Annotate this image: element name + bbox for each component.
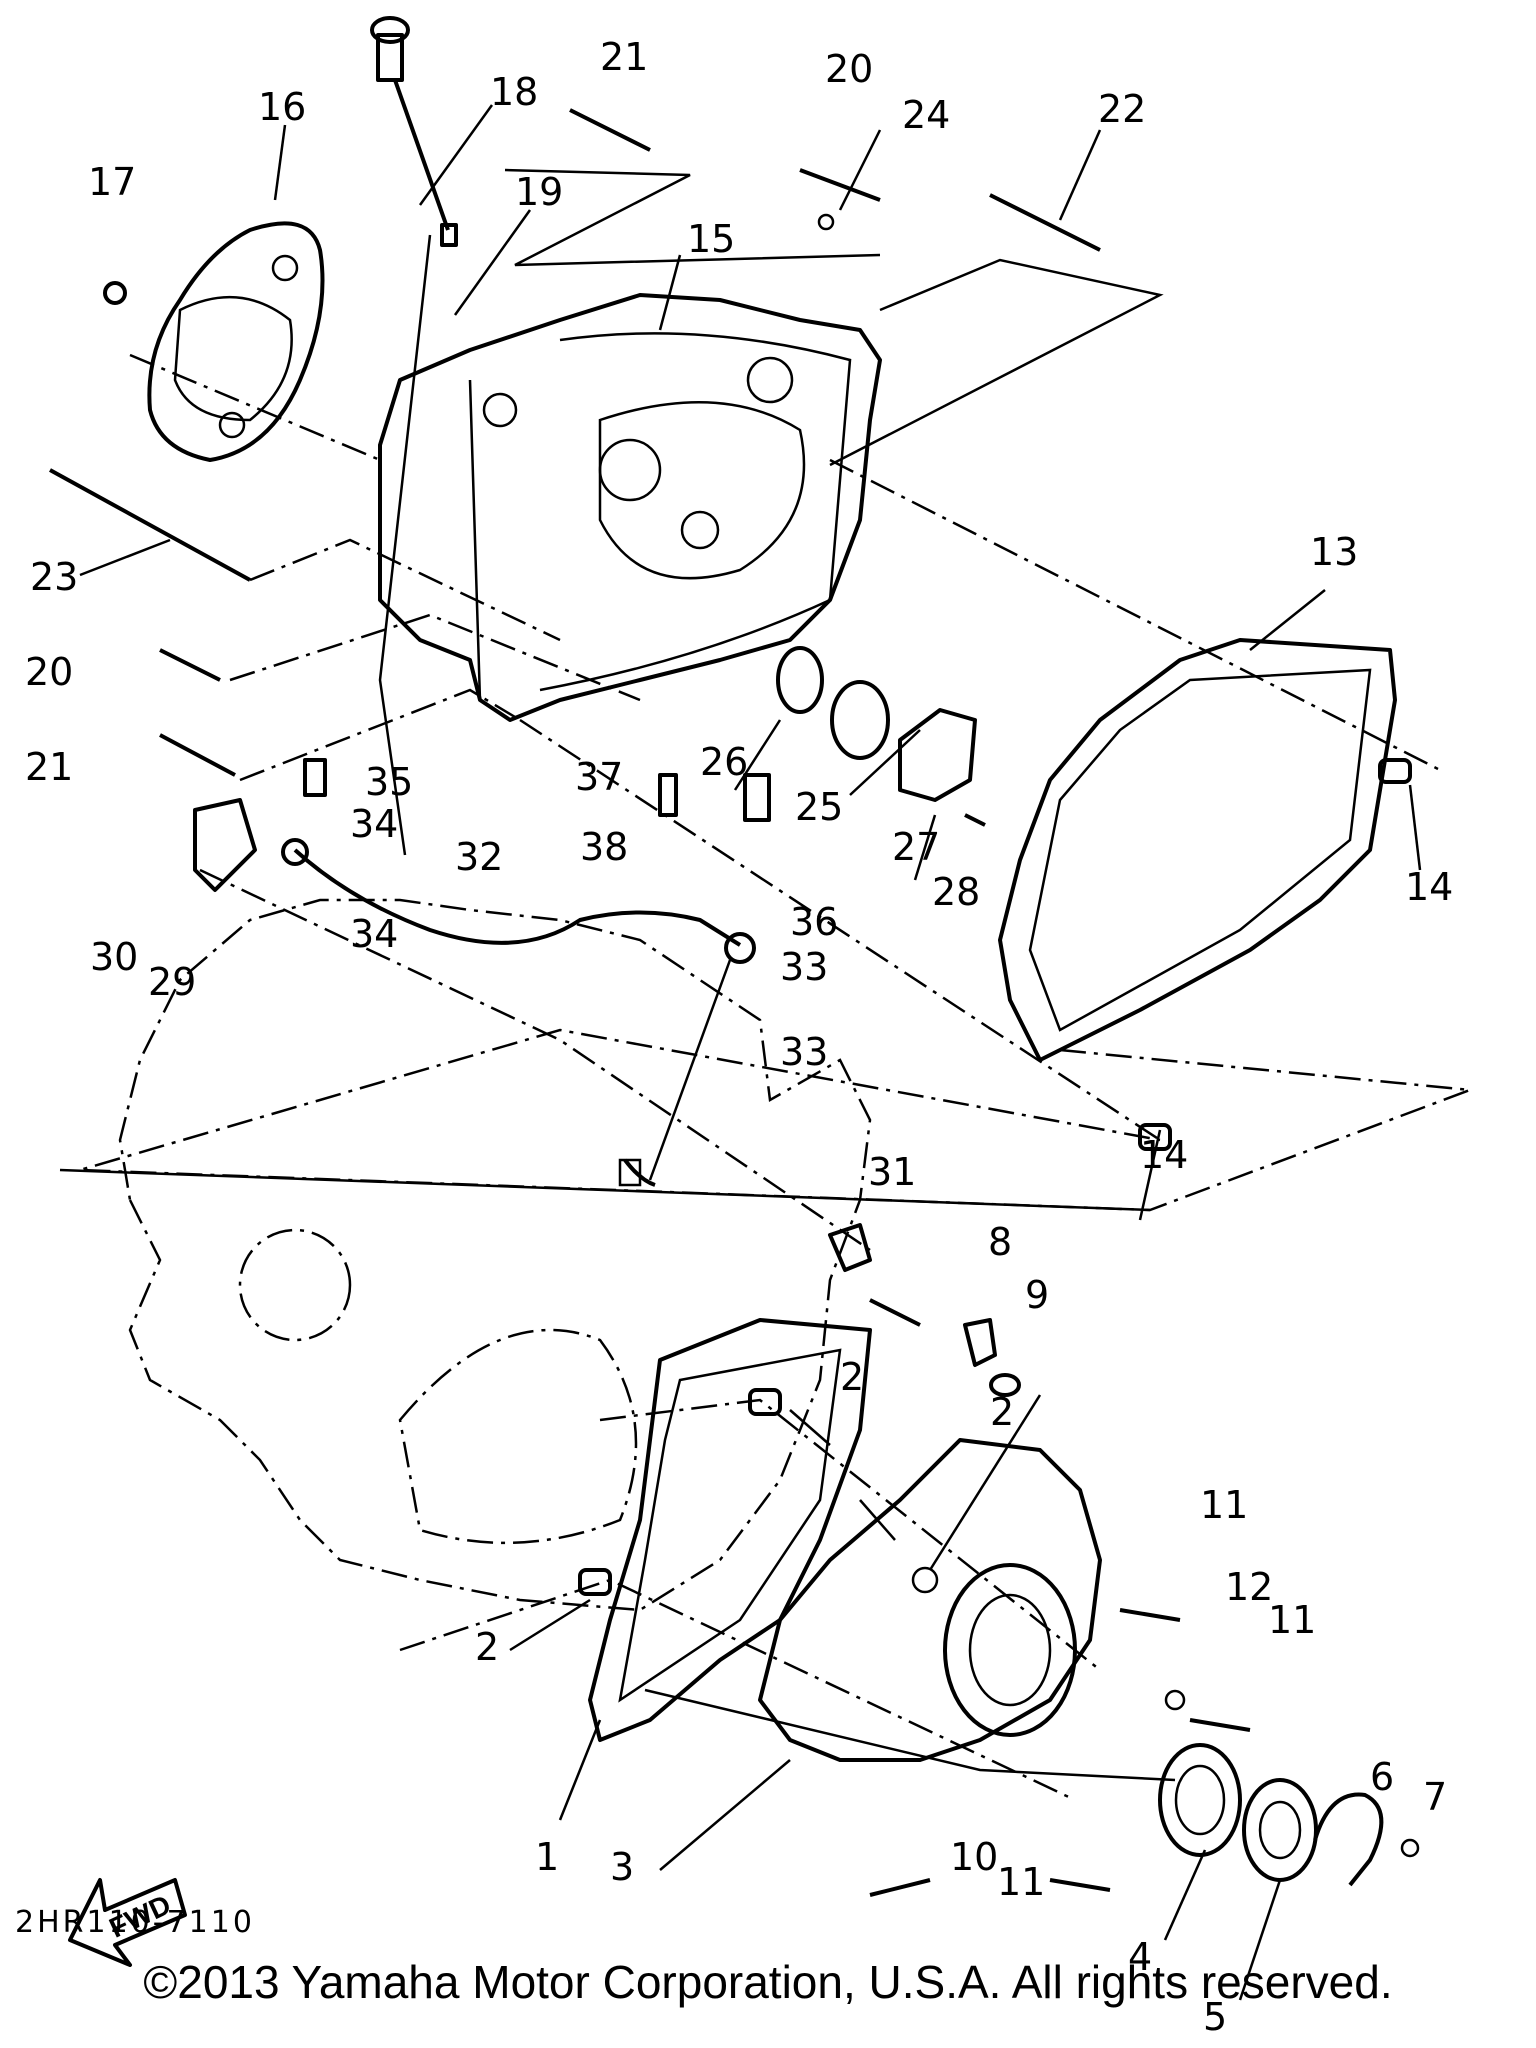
callout-33-b: 33 bbox=[780, 1030, 828, 1074]
gasket-1 bbox=[588, 1318, 872, 1742]
callout-24: 24 bbox=[902, 93, 950, 137]
callout-12: 12 bbox=[1225, 1565, 1273, 1609]
callout-2-a: 2 bbox=[840, 1355, 864, 1399]
callout-5: 5 bbox=[1203, 1995, 1227, 2039]
dowel-2-a bbox=[748, 1388, 782, 1416]
crankcase-outline bbox=[118, 898, 872, 1612]
callout-14-a: 14 bbox=[1405, 865, 1453, 909]
callout-13: 13 bbox=[1310, 530, 1358, 574]
callout-36: 36 bbox=[790, 900, 838, 944]
callout-19: 19 bbox=[515, 170, 563, 214]
callout-32: 32 bbox=[455, 835, 503, 879]
callout-16: 16 bbox=[258, 85, 306, 129]
plate-27 bbox=[898, 708, 977, 802]
callout-38: 38 bbox=[580, 825, 628, 869]
callout-33-a: 33 bbox=[780, 945, 828, 989]
callout-26: 26 bbox=[700, 740, 748, 784]
callout-37: 37 bbox=[575, 755, 623, 799]
callout-11-a: 11 bbox=[1200, 1483, 1248, 1527]
oring-9 bbox=[989, 1373, 1021, 1397]
screw-28 bbox=[964, 813, 986, 827]
cover-3 bbox=[758, 1438, 1102, 1762]
callout-2-b: 2 bbox=[475, 1625, 499, 1669]
callout-7: 7 bbox=[1423, 1775, 1447, 1819]
callout-11-b: 11 bbox=[1268, 1598, 1316, 1642]
callout-17: 17 bbox=[88, 160, 136, 204]
bearing-25 bbox=[830, 680, 890, 760]
callout-9: 9 bbox=[1025, 1273, 1049, 1317]
callout-labels: 1 2 2 2 3 4 5 6 7 8 9 10 11 11 11 12 13 … bbox=[15, 35, 1453, 2039]
callout-1: 1 bbox=[535, 1835, 559, 1879]
callout-21-b: 21 bbox=[25, 745, 73, 789]
callout-14-b: 14 bbox=[1140, 1133, 1188, 1177]
oil-pipe-32 bbox=[193, 758, 771, 964]
callout-31: 31 bbox=[868, 1150, 916, 1194]
plate-6 bbox=[1313, 1792, 1384, 1887]
callout-21-a: 21 bbox=[600, 35, 648, 79]
callout-25: 25 bbox=[795, 785, 843, 829]
callout-29: 29 bbox=[148, 960, 196, 1004]
callout-35: 35 bbox=[365, 760, 413, 804]
callout-34-a: 34 bbox=[350, 802, 398, 846]
callout-18: 18 bbox=[490, 70, 538, 114]
dowel-14-upper bbox=[1378, 758, 1412, 784]
gasket-13 bbox=[998, 638, 1397, 1062]
callout-8: 8 bbox=[988, 1220, 1012, 1264]
callout-27: 27 bbox=[892, 825, 940, 869]
callout-20-b: 20 bbox=[25, 650, 73, 694]
seal-5 bbox=[1242, 1778, 1318, 1882]
callout-11-c: 11 bbox=[997, 1860, 1045, 1904]
leader-lines bbox=[59, 168, 1471, 1802]
bolts-lower bbox=[869, 1298, 1420, 1897]
callout-15: 15 bbox=[687, 217, 735, 261]
dowel-2-b bbox=[578, 1568, 612, 1596]
callout-leaders bbox=[79, 104, 1422, 2001]
plug-8 bbox=[963, 1318, 997, 1367]
sleeve bbox=[623, 1158, 656, 1187]
callout-6: 6 bbox=[1370, 1755, 1394, 1799]
crankcase-cover-15 bbox=[378, 293, 882, 722]
bracket-31 bbox=[828, 1223, 872, 1272]
copyright-notice: ©2013 Yamaha Motor Corporation, U.S.A. A… bbox=[143, 1956, 1393, 2008]
callout-10: 10 bbox=[950, 1835, 998, 1879]
callout-2-c: 2 bbox=[990, 1390, 1014, 1434]
callout-30: 30 bbox=[90, 935, 138, 979]
callout-20-a: 20 bbox=[825, 47, 873, 91]
callout-3: 3 bbox=[610, 1845, 634, 1889]
callout-28: 28 bbox=[932, 870, 980, 914]
callout-4: 4 bbox=[1128, 1935, 1152, 1979]
diagram-code: 2HR110-7110 bbox=[15, 1905, 255, 1940]
seal-4 bbox=[1158, 1743, 1242, 1857]
dipstick-18 bbox=[370, 16, 458, 247]
callout-23: 23 bbox=[30, 555, 78, 599]
cover-plate-16 bbox=[147, 221, 325, 462]
oil-seal-26 bbox=[776, 646, 824, 714]
callout-34-b: 34 bbox=[350, 912, 398, 956]
callout-22: 22 bbox=[1098, 87, 1146, 131]
bolts-upper bbox=[49, 108, 1101, 777]
